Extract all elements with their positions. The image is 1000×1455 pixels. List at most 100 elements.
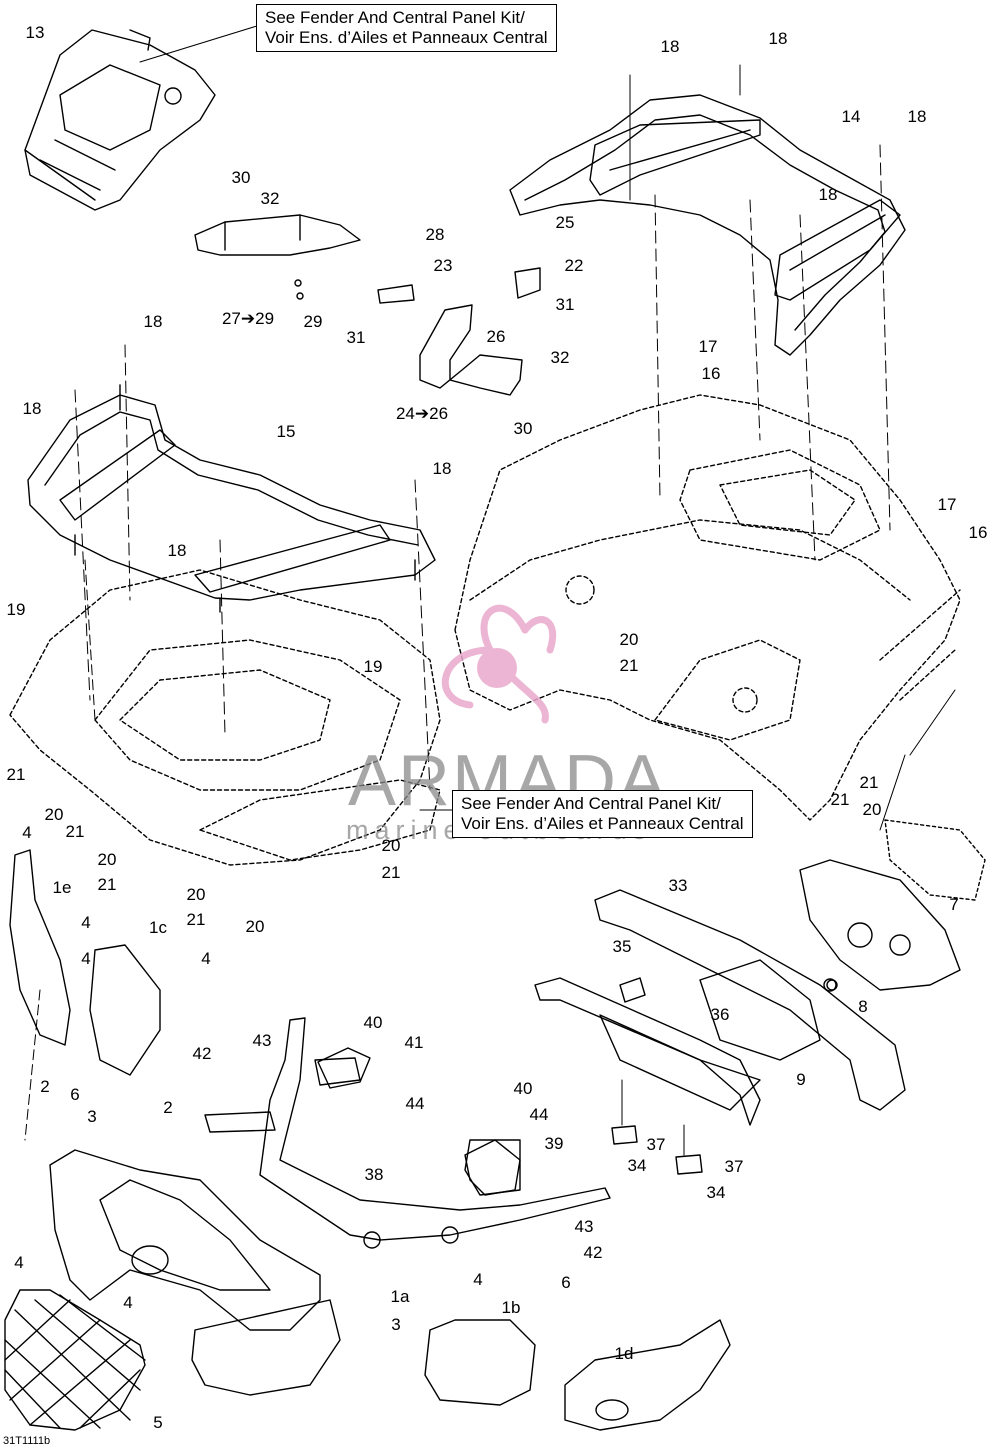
part-number-label: 18 [168,541,187,560]
part-number-label: 17 [699,337,718,356]
rear-rack-part-14 [509,94,906,356]
part-number-label: 28 [426,225,445,244]
leader-lines [24,24,956,1156]
front-panel-part-1a [49,1149,341,1396]
part-number-label: 18 [769,29,788,48]
part-number-label: 21 [620,656,639,675]
rear-fender-dashed [454,394,961,821]
part-number-label: 43 [575,1217,594,1236]
part-number-label: 43 [253,1031,272,1050]
part-number-label: 41 [405,1033,424,1052]
part-number-label: 20 [187,885,206,904]
part-number-label: 29 [304,312,323,331]
lower-cover-part-1d [564,1319,731,1431]
part-number-label: 30 [232,168,251,187]
brackets-34-35-39-41 [317,977,703,1196]
part-number-label: 4 [81,913,90,932]
part-number-label: 18 [433,459,452,478]
part-number-label: 16 [969,523,988,542]
callout-line: See Fender And Central Panel Kit/ [265,8,525,27]
part-number-label: 35 [613,937,632,956]
part-number-label: 13 [26,23,45,42]
callout-fender-kit-top: See Fender And Central Panel Kit/ Voir E… [256,4,557,52]
part-number-label: 14 [842,107,861,126]
part-number-label: 4 [201,949,210,968]
part-number-label: 25 [556,213,575,232]
part-number-label: 4 [14,1253,23,1272]
front-grille-part-5 [4,1289,146,1431]
part-number-label: 17 [938,495,957,514]
part-number-label: 4 [123,1293,132,1312]
part-number-label: 18 [144,312,163,331]
part-number-label: 21 [382,863,401,882]
part-number-label: 27➔29 [222,309,274,328]
part-number-label: 7 [949,895,958,914]
part-number-label: 21 [98,875,117,894]
part-number-label: 19 [364,657,383,676]
part-number-label: 26 [487,327,506,346]
part-number-label: 1b [502,1298,521,1317]
lower-cover-part-1b [424,1319,536,1406]
side-panel-part-1c [89,944,161,1076]
part-number-label: 44 [530,1105,549,1124]
part-number-label: 37 [725,1157,744,1176]
part-number-label: 21 [860,773,879,792]
part-number-label: 1c [149,918,167,937]
part-number-label: 1e [53,878,72,897]
part-number-label: 20 [382,836,401,855]
part-number-label: 1d [615,1344,634,1363]
part-number-label: 44 [406,1094,425,1113]
watermark-logo [441,604,557,724]
part-number-label: 6 [561,1273,570,1292]
part-number-label: 42 [193,1044,212,1063]
part-number-label: 18 [819,185,838,204]
part-number-label: 20 [863,800,882,819]
part-number-label: 5 [153,1413,162,1432]
part-number-label: 30 [514,419,533,438]
part-number-label: 40 [514,1079,533,1098]
part-number-label: 6 [70,1085,79,1104]
part-number-label: 21 [66,822,85,841]
part-number-label: 23 [434,256,453,275]
part-number-label: 32 [551,348,570,367]
part-number-label: 38 [365,1165,384,1184]
part-number-label: 16 [702,364,721,383]
grab-handle-parts-27-29 [194,214,415,304]
part-number-label: 21 [187,910,206,929]
part-number-label: 36 [711,1005,730,1024]
part-number-label: 15 [277,422,296,441]
part-number-label: 39 [545,1134,564,1153]
callout-line: Voir Ens. d’Ailes et Panneaux Central [265,28,548,47]
part-number-label: 20 [45,805,64,824]
part-number-label: 20 [98,850,117,869]
part-number-label: 34 [628,1156,647,1175]
part-number-label: 4 [473,1270,482,1289]
part-number-label: 32 [261,189,280,208]
subframe-part-9-33 [534,889,906,1126]
front-fender-part-13 [24,29,216,211]
part-number-label: 24➔26 [396,404,448,423]
part-number-label: 2 [163,1098,172,1117]
part-number-label: 34 [707,1183,726,1202]
front-bar-part-38 [204,1017,611,1249]
part-number-label: 3 [87,1107,96,1126]
part-number-label: 21 [7,765,26,784]
part-number-label: 4 [22,823,31,842]
callout-line: See Fender And Central Panel Kit/ [461,794,721,813]
document-id: 31T1111b [3,1435,50,1447]
front-fender-dashed [9,569,441,866]
part-number-label: 1a [391,1287,410,1306]
part-number-label: 8 [858,997,867,1016]
part-number-label: 20 [246,917,265,936]
part-number-label: 40 [364,1013,383,1032]
part-number-label: 21 [831,790,850,809]
grab-handle-parts-24-26 [419,267,541,396]
part-number-label: 20 [620,630,639,649]
part-number-label: 9 [796,1070,805,1089]
part-number-label: 18 [23,399,42,418]
part-number-label: 3 [391,1315,400,1334]
side-panel-part-1e [9,849,71,1046]
